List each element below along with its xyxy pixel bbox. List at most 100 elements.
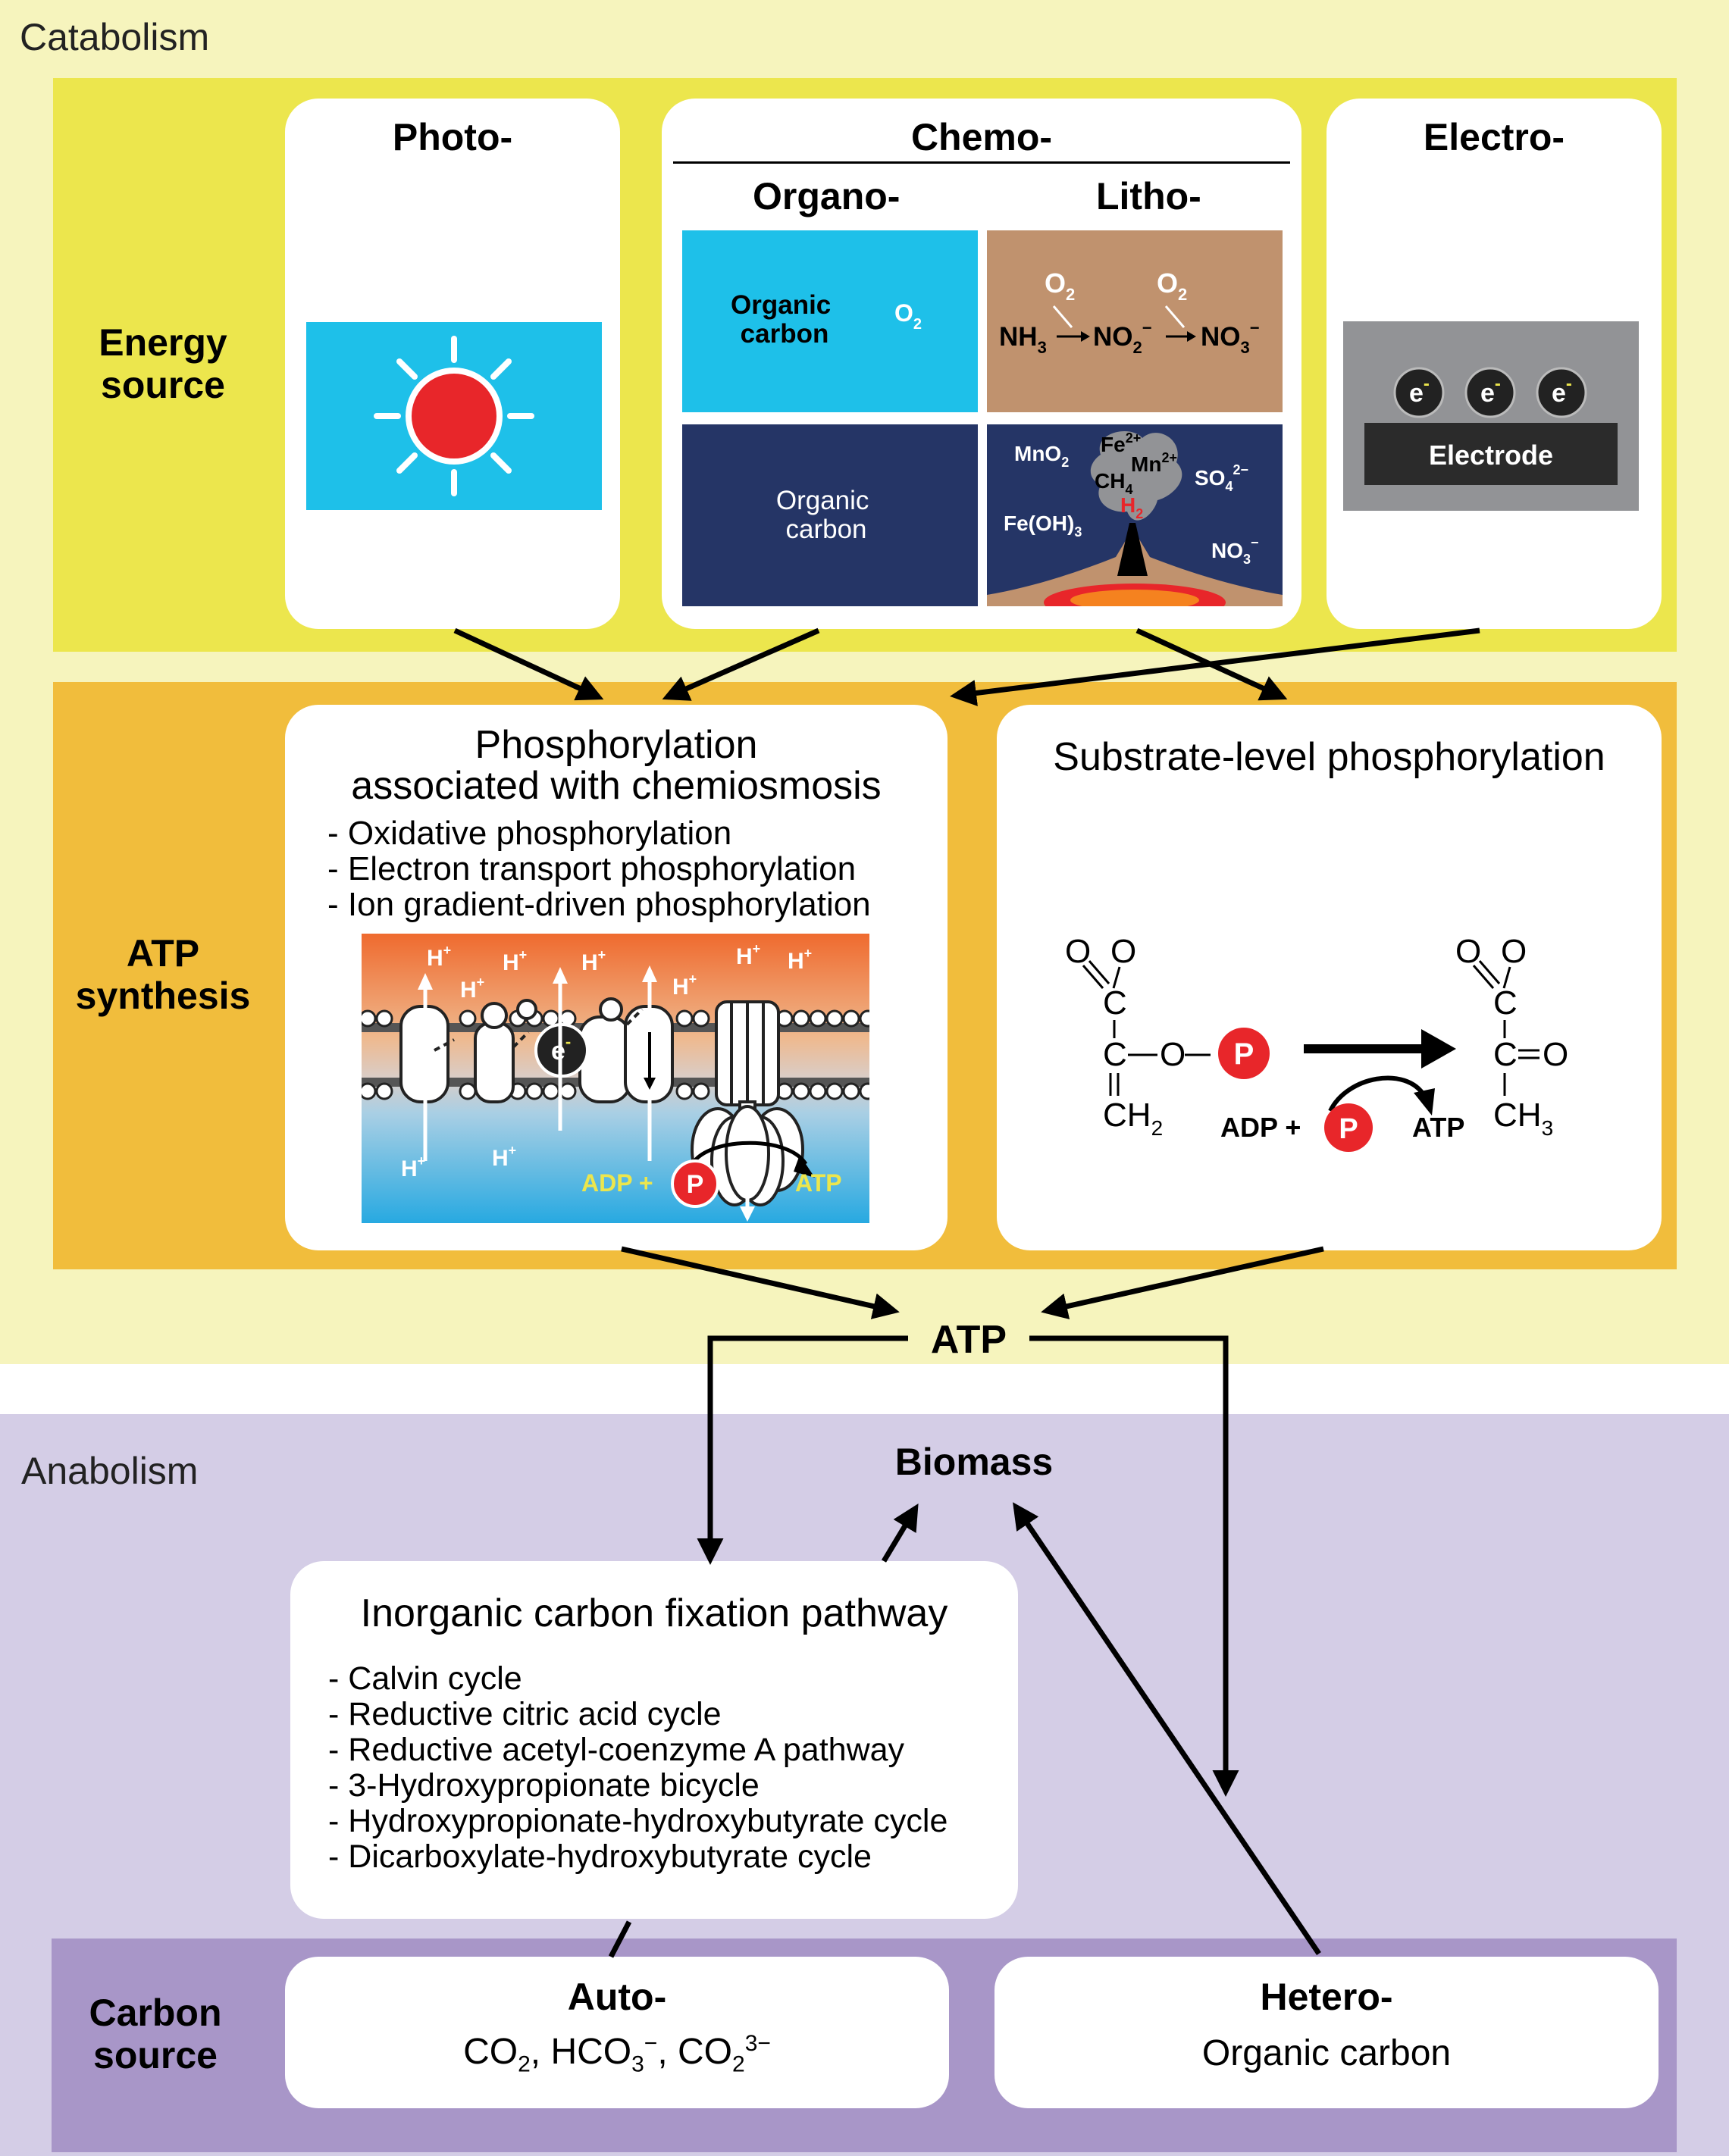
- lipid-head: [792, 1009, 810, 1028]
- litho-nh3: NH3: [999, 322, 1047, 357]
- proton-label: H+: [401, 1153, 425, 1181]
- lipid-head: [692, 1082, 710, 1100]
- pyruvate-ch3: CH3: [1493, 1097, 1553, 1140]
- adp-phosphate-icon: P: [1324, 1103, 1373, 1152]
- substrate-reaction-arrow: [1304, 1029, 1456, 1116]
- organo-anaerobic-substrate-l2: carbon: [785, 515, 866, 544]
- lipid-head: [525, 1082, 543, 1100]
- organo-aerobic-substrate-l1: Organic: [731, 290, 831, 320]
- biomass-node: Biomass: [894, 1441, 1054, 1483]
- litho-ch4: CH4: [1095, 469, 1132, 497]
- auto-inorganic-carbon: CO2, HCO3−, CO23−: [463, 2031, 771, 2077]
- litho-title: Litho-: [1096, 175, 1201, 217]
- svg-text:P: P: [1339, 1113, 1358, 1145]
- electrode-plate: [1364, 423, 1618, 485]
- organo-aerobic-substrate-l2: carbon: [741, 319, 829, 349]
- litho-aerobic-panel: O2 O2 NH3 NO2− NO3−: [987, 230, 1283, 412]
- volcano-vent: [1117, 523, 1148, 576]
- fixation-item: - 3-Hydroxypropionate bicycle: [328, 1767, 760, 1804]
- fixation-list: - Calvin cycle - Reductive citric acid c…: [328, 1661, 948, 1875]
- proton-label: H+: [672, 972, 697, 1000]
- fixation-title: Inorganic carbon fixation pathway: [360, 1591, 948, 1635]
- proton-label: H+: [788, 946, 812, 974]
- electron-1: e-: [1409, 374, 1430, 408]
- lipid-head: [859, 1082, 869, 1100]
- pep-ch2: CH2: [1103, 1097, 1163, 1140]
- pep-phosphate-icon: P: [1218, 1028, 1270, 1079]
- svg-text:P: P: [1234, 1037, 1254, 1071]
- pyruvate-c-2: C: [1493, 1036, 1518, 1073]
- lipid-head: [362, 1082, 377, 1100]
- organo-anaerobic-panel: Organic carbon: [682, 424, 978, 606]
- substrate-reaction: O O C C O CH2 O O C C O CH3 P ADP +: [1065, 933, 1568, 1152]
- pep-o-2: O: [1110, 933, 1136, 970]
- proton-labels: H+ H+ H+ H+ H+ H+ H+ H+ H+: [401, 941, 812, 1181]
- lipid-head: [675, 1009, 694, 1028]
- proton-label: H+: [427, 943, 451, 971]
- lipid-head: [842, 1082, 860, 1100]
- chemo-title: Chemo-: [910, 116, 1053, 158]
- organo-anaerobic-substrate: Organic carbon: [776, 486, 876, 544]
- proton-label: H+: [736, 941, 760, 969]
- electron-transport-complexes: [399, 997, 674, 1103]
- fixation-item: - Dicarboxylate-hydroxybutyrate cycle: [328, 1838, 872, 1875]
- hetero-organic-carbon: Organic carbon: [1201, 2033, 1452, 2073]
- electro-title: Electro-: [1423, 116, 1565, 158]
- chemo-divider: [673, 161, 1290, 164]
- litho-no2: NO2−: [1093, 318, 1152, 357]
- pyruvate-o-1: O: [1455, 933, 1481, 970]
- litho-anaerobic-panel: MnO2 Fe2+ Mn2+ CH4 H2 SO42− Fe(OH)3 NO3−: [987, 424, 1283, 606]
- litho-o2-b-arrow-stem: [1164, 305, 1186, 328]
- fixation-item: - Reductive acetyl-coenzyme A pathway: [328, 1732, 905, 1768]
- auto-card: Auto- CO2, HCO3−, CO23−: [285, 1957, 949, 2108]
- pep-o-3: O: [1160, 1036, 1186, 1073]
- membrane-phosphate-icon: P: [671, 1159, 719, 1208]
- lipid-head: [809, 1009, 827, 1028]
- organo-aerobic-o2: O2: [894, 299, 922, 333]
- electron-2: e-: [1480, 374, 1501, 408]
- lipid-head: [675, 1082, 694, 1100]
- litho-no3: NO3−: [1201, 318, 1260, 357]
- chemiosmosis-item: - Electron transport phosphorylation: [327, 850, 857, 887]
- substrate-bonds: [1082, 960, 1539, 1096]
- auto-title: Auto-: [567, 1976, 667, 2018]
- organo-title: Organo-: [753, 175, 901, 217]
- pyruvate-o-2: O: [1501, 933, 1527, 970]
- lipid-head: [559, 1082, 577, 1100]
- proton-flow-arrows: [418, 965, 755, 1222]
- energy-source-label: Energy source: [99, 321, 227, 406]
- litho-no3-anaerobic: NO3−: [1211, 535, 1259, 567]
- lipid-head: [825, 1009, 844, 1028]
- carbon-source-label: Carbon source: [89, 1992, 222, 2076]
- lipid-head: [459, 1009, 477, 1028]
- membrane-panel: e- H+ H+ H+ H+ H+ H+ H+ H+ H+ ADP + P: [362, 934, 869, 1223]
- lipid-head: [375, 1082, 393, 1100]
- pyruvate-c-1: C: [1493, 984, 1518, 1022]
- litho-feoh3: Fe(OH)3: [1004, 512, 1082, 540]
- sun-panel: [306, 322, 602, 510]
- proton-label: H+: [460, 975, 484, 1003]
- membrane-adp: ADP +: [581, 1169, 653, 1197]
- proton-label: H+: [492, 1143, 516, 1171]
- litho-o2-a: O2: [1045, 268, 1075, 304]
- litho-o2-b: O2: [1157, 268, 1187, 304]
- electron-icons: e- e- e-: [1393, 367, 1587, 418]
- sun-icon: [374, 336, 534, 496]
- membrane-atp: ATP: [795, 1169, 842, 1197]
- litho-so4: SO42−: [1195, 462, 1248, 494]
- litho-h2: H2: [1120, 493, 1143, 521]
- lipid-head: [825, 1082, 844, 1100]
- lipid-head: [859, 1009, 869, 1028]
- litho-arrow-2: [1166, 331, 1196, 342]
- chemiosmosis-list: - Oxidative phosphorylation - Electron t…: [327, 815, 871, 922]
- lipid-head: [792, 1082, 810, 1100]
- hetero-title: Hetero-: [1260, 1976, 1393, 2018]
- substrate-atp: ATP: [1412, 1112, 1464, 1143]
- atp-synthesis-label: ATP synthesis: [75, 932, 251, 1017]
- photo-title: Photo-: [392, 116, 513, 158]
- substrate-level-title: Substrate-level phosphorylation: [1053, 735, 1605, 779]
- chemiosmosis-item: - Oxidative phosphorylation: [327, 815, 732, 852]
- electron-3: e-: [1552, 374, 1572, 408]
- substrate-adp: ADP +: [1220, 1112, 1301, 1143]
- anabolism-label: Anabolism: [21, 1450, 199, 1492]
